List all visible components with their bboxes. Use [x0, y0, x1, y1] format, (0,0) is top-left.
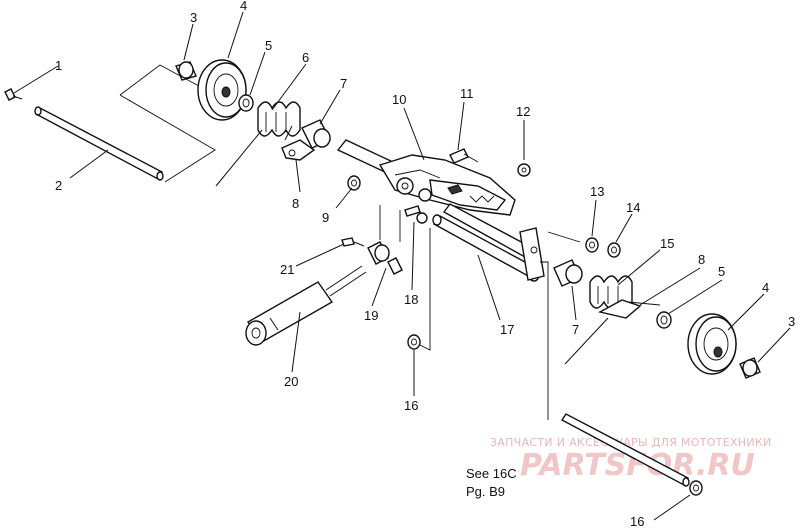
callout-5-right: 5: [718, 264, 725, 279]
bolt-part-11: [449, 148, 479, 164]
leader-lines: [13, 11, 791, 521]
nut-part-14: [607, 242, 621, 258]
bushing-part-7-right: [553, 259, 583, 287]
callout-3-left: 3: [190, 10, 197, 25]
washer-part-13: [585, 237, 599, 253]
cross-shaft-part-17: [432, 203, 545, 282]
nut-part-9: [347, 175, 361, 191]
callout-7-right: 7: [572, 322, 579, 337]
callout-16-bottom: 16: [630, 514, 644, 529]
callout-11: 11: [460, 86, 474, 101]
reference-note-line-1: See 16C: [466, 466, 517, 481]
pin-part-18: [404, 205, 428, 224]
callout-3-right: 3: [788, 314, 795, 329]
reference-note-line-2: Pg. B9: [466, 484, 505, 499]
idler-wheel-part-4-left: [197, 59, 247, 121]
bolt-part-21: [341, 237, 365, 247]
callout-5-left: 5: [265, 38, 272, 53]
pivot-bracket-part-10: [378, 154, 516, 216]
callout-15: 15: [660, 236, 674, 251]
spring-plate-part-8-right: [598, 299, 642, 319]
watermark-tagline: ЗАПЧАСТИ И АКСЕССУАРЫ ДЛЯ МОТОТЕХНИКИ: [490, 436, 772, 449]
bushing-part-19: [367, 241, 403, 275]
callout-7-left: 7: [340, 76, 347, 91]
callout-9: 9: [322, 210, 329, 225]
callout-1: 1: [55, 58, 62, 73]
callout-12: 12: [516, 104, 530, 119]
callout-14: 14: [626, 200, 640, 215]
callout-4-right: 4: [762, 280, 769, 295]
callout-6: 6: [302, 50, 309, 65]
washer-part-5-right: [656, 311, 672, 329]
callout-19: 19: [364, 308, 378, 323]
washer-part-5-left: [238, 94, 254, 112]
spring-plate-part-8-left: [281, 139, 316, 161]
callout-10: 10: [392, 92, 406, 107]
callout-8-right: 8: [698, 252, 705, 267]
bolt-part-1: [4, 88, 23, 101]
axle-part-lower: [560, 413, 690, 487]
idler-wheel-part-4-right: [687, 313, 737, 375]
callout-8-left: 8: [292, 196, 299, 211]
callout-2: 2: [55, 178, 62, 193]
bushing-part-3-left: [175, 61, 197, 81]
shock-absorber-part-20: [245, 265, 367, 346]
washer-part-16-bottom: [689, 480, 703, 496]
callout-18: 18: [404, 292, 418, 307]
bushing-part-3-right: [739, 357, 761, 379]
axle-part-2: [34, 106, 164, 181]
bushing-part-7-left: [301, 119, 331, 149]
washer-part-16-middle: [407, 334, 421, 350]
callout-16-middle: 16: [404, 398, 418, 413]
callout-20: 20: [284, 374, 298, 389]
nut-part-12: [517, 163, 531, 177]
callout-13: 13: [590, 184, 604, 199]
torsion-spring-part-6: [215, 101, 301, 187]
callout-21: 21: [280, 262, 294, 277]
callout-4-left: 4: [240, 0, 247, 13]
callout-17: 17: [500, 322, 514, 337]
torsion-spring-part-15: [564, 275, 661, 365]
